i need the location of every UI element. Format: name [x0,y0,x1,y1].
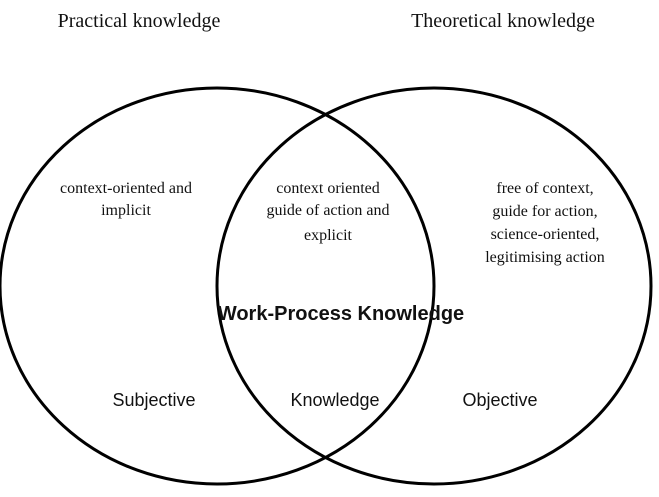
left-region-line: context-oriented and [60,180,192,197]
left-region-text: context-oriented and implicit [60,180,192,219]
right-region-line: free of context, [496,180,593,197]
right-region-line: guide for action, [492,203,597,220]
theoretical-knowledge-circle [215,86,653,486]
middle-region-line: guide of action and [266,202,389,219]
heading-practical-knowledge: Practical knowledge [58,10,221,32]
left-region-line: implicit [101,202,151,219]
middle-region-text: context oriented guide of action and exp… [266,180,389,244]
center-label: Work-Process Knowledge [218,303,464,325]
right-region-text: free of context, guide for action, scien… [485,180,605,266]
lower-label-objective: Objective [462,390,537,410]
middle-region-line: explicit [304,227,353,244]
practical-knowledge-circle [0,86,436,486]
right-region-line: legitimising action [485,249,605,266]
lower-label-knowledge: Knowledge [290,390,379,410]
middle-region-line: context oriented [276,180,380,197]
heading-theoretical-knowledge: Theoretical knowledge [411,10,595,32]
right-region-line: science-oriented, [491,226,600,243]
lower-label-subjective: Subjective [112,390,195,410]
